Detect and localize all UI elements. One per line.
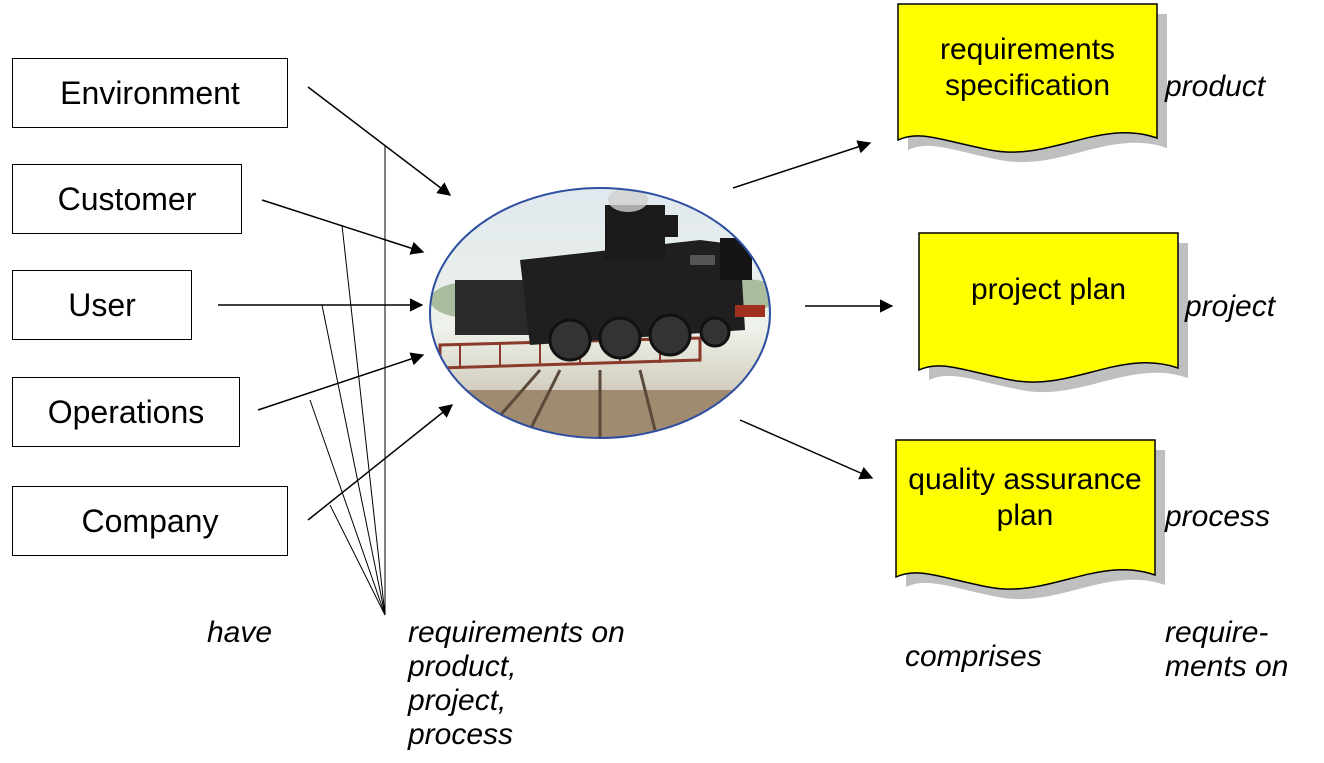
aspect-process: process [1165, 500, 1271, 533]
stakeholder-customer: Customer [12, 164, 242, 234]
stakeholder-label: Company [81, 502, 219, 539]
caption-have: have [207, 616, 273, 649]
caption-requirements-on-right: require- ments on [1165, 616, 1288, 684]
aspect-project: project [1185, 290, 1276, 323]
document-project-plan-shape [918, 232, 1188, 393]
caption-line: product, [408, 650, 517, 683]
caption-line: requirements on [408, 616, 625, 649]
locomotive-photo [429, 187, 771, 439]
caption-line: ments on [1165, 650, 1289, 683]
document-qa-plan-shape [895, 439, 1165, 600]
stakeholder-company: Company [12, 486, 288, 556]
caption-comprises: comprises [905, 640, 1042, 673]
stakeholder-user: User [12, 270, 192, 340]
aspect-product: product [1165, 70, 1266, 103]
stakeholder-label: Customer [57, 180, 197, 217]
document-project-plan: project plan [970, 273, 1127, 306]
have-fan-lines [309, 145, 386, 616]
stakeholder-environment: Environment [12, 58, 288, 128]
caption-requirements-on: requirements on product, project, proces… [408, 616, 625, 752]
stakeholder-label: User [68, 286, 136, 323]
arrow-environment [307, 86, 452, 196]
document-requirements-specification: requirements specification [939, 33, 1116, 102]
document-requirements-specification-shape [897, 3, 1167, 163]
stakeholder-label: Environment [60, 74, 240, 111]
arrow-to-requirements-spec [732, 140, 872, 189]
stakeholder-label: Operations [47, 393, 205, 430]
caption-line: require- [1165, 616, 1269, 649]
caption-line: process [408, 718, 514, 751]
arrow-to-qa-plan [739, 419, 874, 480]
document-quality-assurance-plan: quality assurance plan [908, 463, 1142, 532]
stakeholder-operations: Operations [12, 377, 240, 447]
caption-line: project, [408, 684, 507, 717]
arrow-operations [257, 352, 425, 411]
arrow-company [307, 404, 454, 521]
